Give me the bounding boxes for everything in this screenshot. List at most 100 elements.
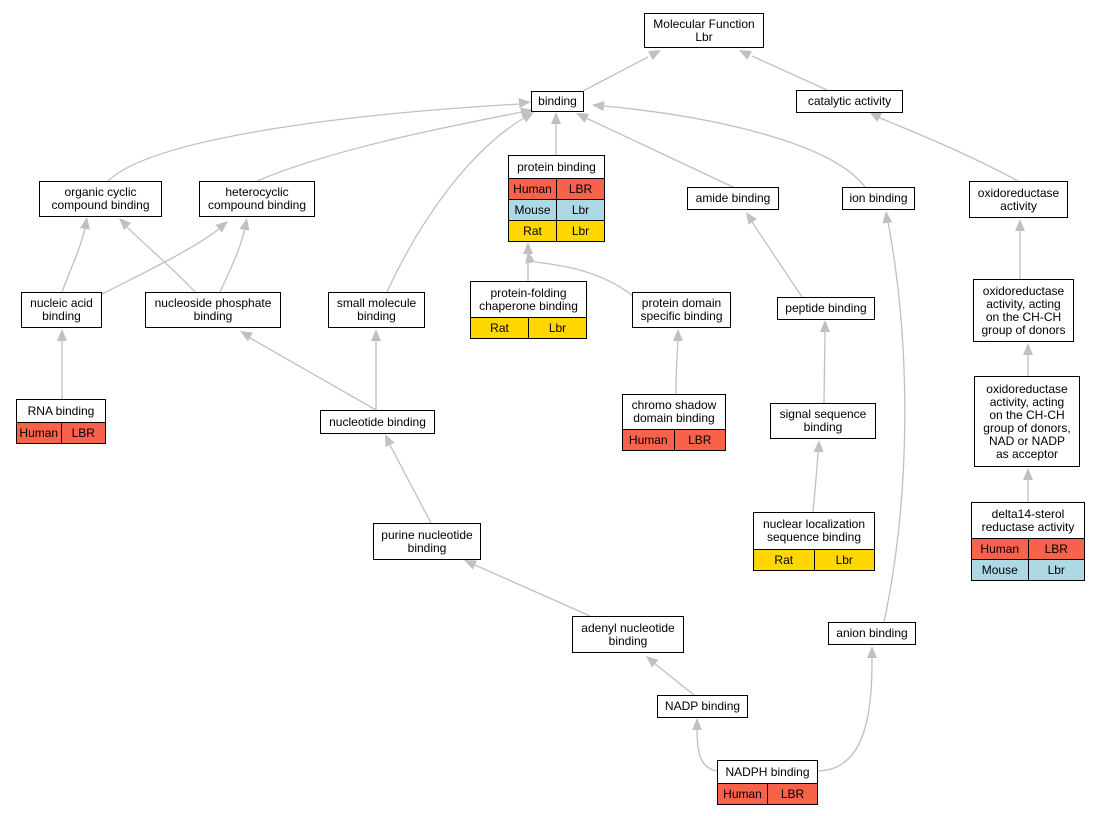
edge-line: [534, 261, 634, 297]
edge: [101, 221, 228, 295]
go-term-node-peptide-binding[interactable]: peptide binding: [777, 297, 875, 320]
gene-cell: LBR: [767, 784, 817, 804]
edge: [57, 329, 67, 399]
edge-line: [877, 116, 1019, 182]
edge: [646, 656, 695, 696]
species-cell: Human: [980, 542, 1020, 556]
edge-line: [751, 55, 828, 91]
go-term-node-nucleic-acid[interactable]: nucleic acid binding: [21, 292, 102, 328]
edge-arrowhead: [371, 329, 381, 341]
go-term-label: delta14-sterol reductase activity: [981, 506, 1075, 534]
edge-line: [474, 564, 591, 617]
go-term-node-oxidoreductase[interactable]: oxidoreductase activity: [969, 181, 1068, 218]
go-term-label: oxidoreductase activity, acting on the C…: [981, 283, 1066, 337]
edge: [385, 434, 432, 524]
go-term-label: NADP binding: [664, 699, 741, 713]
go-term-label: binding: [538, 94, 577, 108]
edge-arrowhead: [746, 212, 757, 225]
go-term-node-molecular-function[interactable]: Molecular Function Lbr: [644, 13, 764, 48]
go-term-label: small molecule binding: [336, 296, 417, 323]
edge-line: [817, 656, 873, 772]
go-term-node-heterocyclic[interactable]: heterocyclic compound binding: [199, 181, 315, 217]
go-term-label: nuclear localization sequence binding: [762, 517, 866, 544]
edge-arrowhead: [592, 101, 605, 112]
go-term-label: organic cyclic compound binding: [51, 185, 150, 212]
edge-line: [125, 225, 196, 293]
edge-line: [675, 339, 679, 395]
go-term-label: heterocyclic compound binding: [207, 185, 307, 212]
edge-line: [696, 728, 718, 772]
gene-cell: Lbr: [1027, 560, 1085, 580]
edge-arrowhead: [867, 646, 877, 658]
edge-arrowhead: [1015, 219, 1025, 231]
go-term-node-nadp-binding[interactable]: NADP binding: [657, 695, 748, 718]
edge-arrowhead: [692, 718, 702, 730]
go-term-label: purine nucleotide binding: [381, 527, 473, 555]
go-term-label: oxidoreductase activity: [977, 185, 1060, 213]
gene-cell: LBR: [673, 430, 726, 450]
gene-cell: LBR: [60, 423, 106, 443]
go-term-node-signal-sequence[interactable]: signal sequence binding: [770, 403, 876, 439]
edge: [746, 212, 803, 298]
go-term-node-catalytic-activity[interactable]: catalytic activity: [796, 90, 903, 113]
go-term-node-binding[interactable]: binding: [531, 91, 584, 112]
go-term-node-protein-domain[interactable]: protein domain specific binding: [632, 292, 731, 328]
gene-cell: Lbr: [813, 550, 875, 570]
edge-arrowhead: [240, 331, 253, 342]
edge: [61, 217, 90, 293]
edge-arrowhead: [385, 434, 395, 447]
species-cell: Mouse: [514, 203, 551, 217]
go-term-node-amide-binding[interactable]: amide binding: [687, 187, 779, 210]
species-cell: Human: [19, 426, 59, 440]
go-term-label: RNA binding: [27, 403, 95, 418]
edge: [371, 329, 381, 410]
edge-line: [603, 105, 866, 188]
edge: [1015, 219, 1025, 279]
edge-arrowhead: [646, 656, 659, 668]
edge-arrowhead: [239, 218, 250, 231]
go-term-node-anion-binding[interactable]: anion binding: [828, 622, 916, 645]
gene-cell: Lbr: [556, 221, 604, 241]
go-term-node-oxido-chch[interactable]: oxidoreductase activity, acting on the C…: [973, 279, 1074, 342]
edge-arrowhead: [1023, 343, 1033, 355]
go-term-node-adenyl-nucleotide[interactable]: adenyl nucleotide binding: [572, 616, 684, 653]
go-term-label: chromo shadow domain binding: [631, 398, 717, 425]
edge: [692, 718, 718, 772]
go-term-node-purine-nucleotide[interactable]: purine nucleotide binding: [373, 523, 481, 560]
go-term-node-nucleoside-phosphate[interactable]: nucleoside phosphate binding: [145, 292, 281, 328]
go-term-label: NADPH binding: [725, 764, 810, 779]
edge-arrowhead: [79, 217, 90, 230]
edge: [812, 440, 824, 513]
edge: [576, 113, 734, 188]
edge-line: [389, 444, 432, 524]
go-term-label: nucleic acid binding: [30, 296, 93, 323]
edge: [817, 646, 877, 772]
go-term-node-organic-cyclic[interactable]: organic cyclic compound binding: [39, 181, 162, 217]
edge: [582, 50, 661, 92]
edge: [240, 331, 377, 411]
go-term-node-nucleotide-binding[interactable]: nucleotide binding: [320, 410, 435, 434]
edge-arrowhead: [215, 221, 228, 233]
go-term-node-small-molecule[interactable]: small molecule binding: [328, 292, 425, 328]
species-cell: Rat: [774, 553, 794, 567]
edge-arrowhead: [882, 211, 893, 224]
edge-arrowhead: [648, 50, 661, 61]
edge-line: [823, 331, 826, 404]
go-term-node-ion-binding[interactable]: ion binding: [842, 187, 915, 210]
species-cell: Human: [628, 433, 668, 447]
edge-line: [101, 227, 221, 295]
go-term-node-oxido-nad[interactable]: oxidoreductase activity, acting on the C…: [974, 376, 1080, 467]
edge-arrowhead: [521, 112, 534, 123]
